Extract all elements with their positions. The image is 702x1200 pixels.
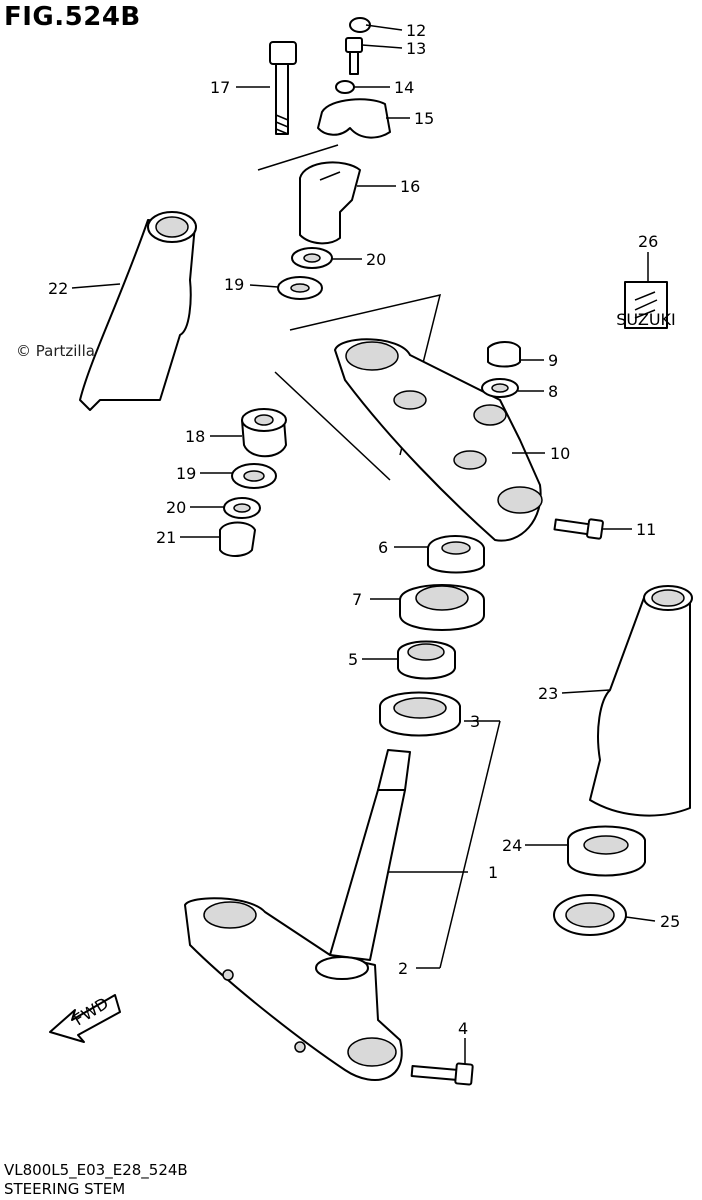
part-8-washer[interactable] [481,378,519,398]
callout-25[interactable]: 25 [660,912,680,931]
callout-8[interactable]: 8 [548,382,558,401]
callout-15[interactable]: 15 [414,109,434,128]
part-18-damper[interactable] [241,408,287,458]
callout-19-lower[interactable]: 19 [176,464,196,483]
part-7-dust-seal[interactable] [399,584,485,631]
part-19-washer-upper[interactable] [277,276,323,300]
part-3-lower-bearing[interactable] [379,691,461,737]
callout-lines [71,24,656,1065]
callout-22[interactable]: 22 [48,279,68,298]
part-22-fork-cover-left[interactable] [79,211,197,411]
part-9-nut[interactable] [487,341,521,368]
callout-6[interactable]: 6 [378,538,388,557]
callout-4[interactable]: 4 [458,1019,468,1038]
part-26-emblem[interactable]: SUZUKI [616,281,676,329]
emblem-text: SUZUKI [616,310,675,329]
callout-12[interactable]: 12 [406,21,426,40]
callout-11[interactable]: 11 [636,520,656,539]
lower-bracket[interactable] [184,897,403,1081]
callout-17[interactable]: 17 [210,78,230,97]
part-6-lock-nut[interactable] [427,535,485,574]
callout-26[interactable]: 26 [638,232,658,251]
part-4-bolt[interactable] [410,1062,474,1086]
figure-title: FIG.524B [4,2,141,32]
part-19-washer-lower[interactable] [231,463,277,489]
callout-20-upper[interactable]: 20 [366,250,386,269]
part-25-washer[interactable] [553,894,627,936]
part-16-lower-holder[interactable] [299,161,361,245]
callout-24[interactable]: 24 [502,836,522,855]
callout-2[interactable]: 2 [398,959,408,978]
part-20-washer-lower[interactable] [223,497,261,519]
guide-line-bolt [257,144,339,171]
figure-code: VL800L5_E03_E28_524B [4,1161,188,1179]
callout-13[interactable]: 13 [406,39,426,58]
part-17-bolt[interactable] [269,41,297,135]
part-24-lower-cover[interactable] [567,825,646,877]
part-23-fork-cover-right[interactable] [589,585,693,817]
part-2-seal[interactable] [315,956,369,980]
callout-5[interactable]: 5 [348,650,358,669]
callout-10[interactable]: 10 [550,444,570,463]
part-20-washer-upper[interactable] [291,247,333,269]
part-15-upper-holder[interactable] [317,98,391,139]
part-10-upper-bracket[interactable] [334,338,543,542]
part-5-upper-bearing[interactable] [397,640,456,680]
part-14-nut[interactable] [335,80,355,94]
callout-7[interactable]: 7 [352,590,362,609]
callout-18[interactable]: 18 [185,427,205,446]
part-11-bolt[interactable] [553,518,604,540]
callout-14[interactable]: 14 [394,78,414,97]
part-13-screw[interactable] [345,37,363,75]
callout-23[interactable]: 23 [538,684,558,703]
part-21-nut[interactable] [219,521,256,557]
fwd-arrow: FWD [49,993,121,1043]
figure-name: STEERING STEM [4,1180,126,1198]
part-1-steering-stem[interactable] [329,749,411,961]
callout-9[interactable]: 9 [548,351,558,370]
guide-line-damper [274,371,391,481]
callout-1[interactable]: 1 [488,863,498,882]
callout-21[interactable]: 21 [156,528,176,547]
callout-19-upper[interactable]: 19 [224,275,244,294]
callout-20-lower[interactable]: 20 [166,498,186,517]
callout-3[interactable]: 3 [470,712,480,731]
callout-16[interactable]: 16 [400,177,420,196]
